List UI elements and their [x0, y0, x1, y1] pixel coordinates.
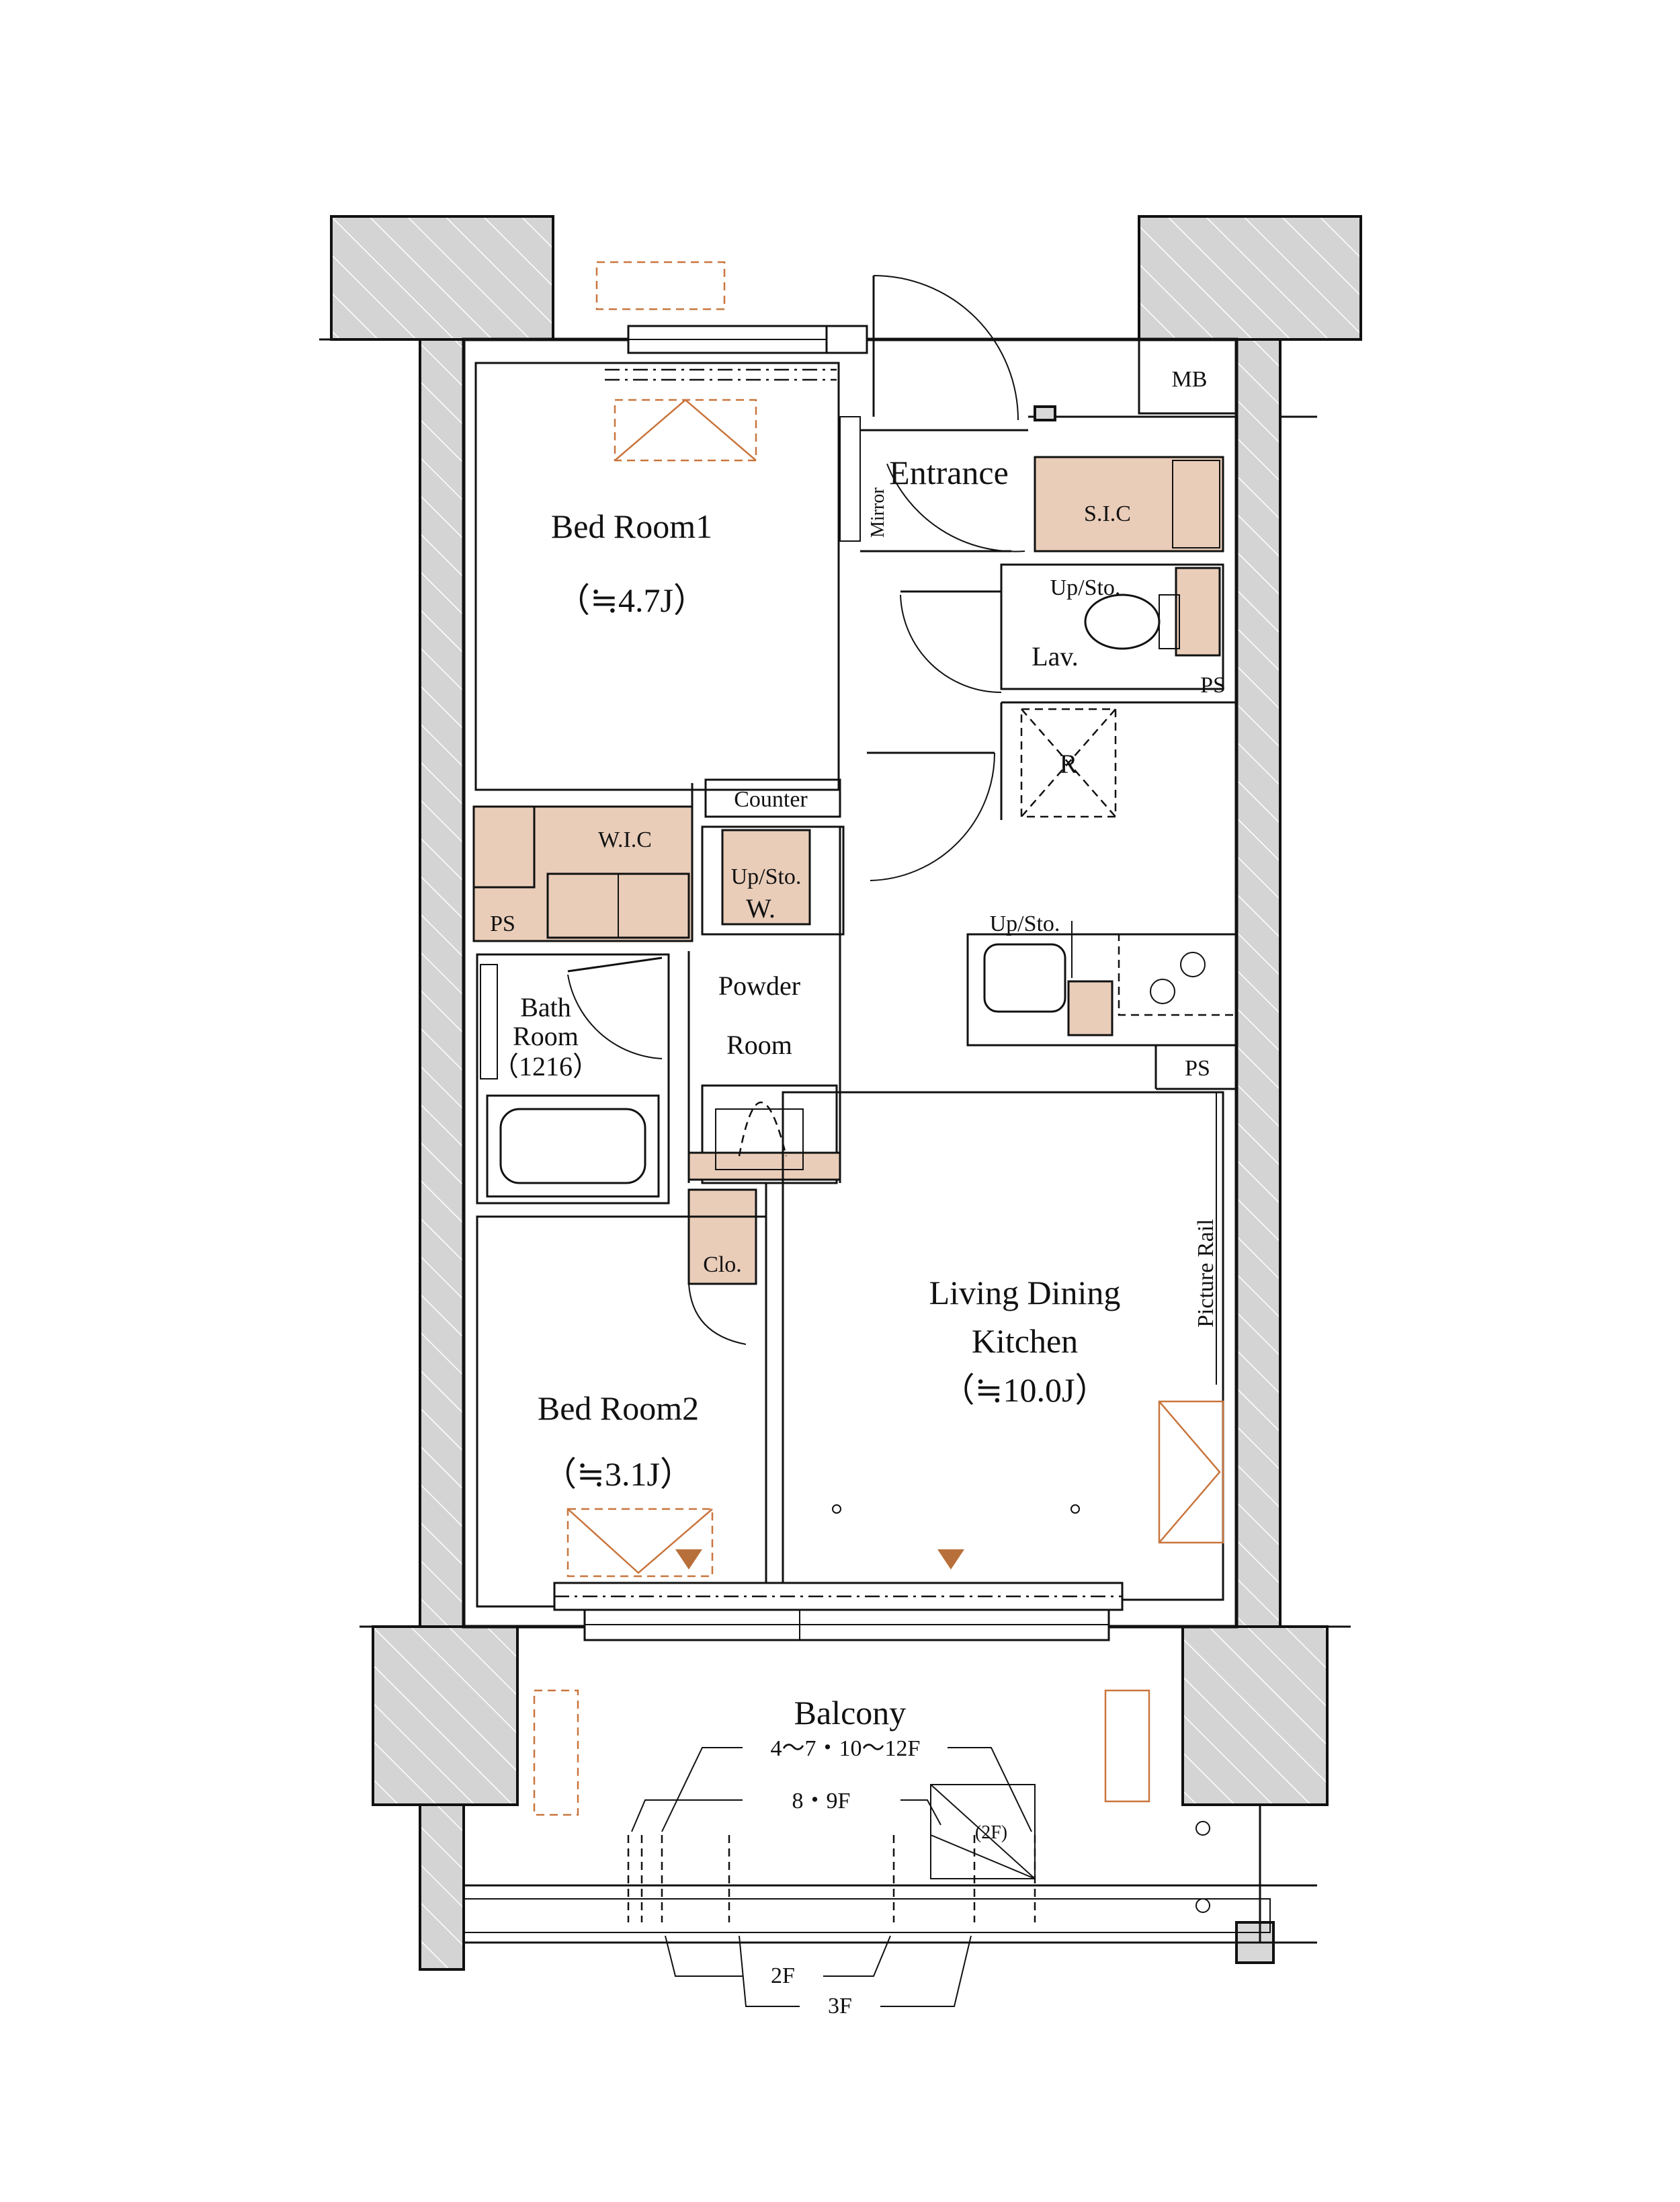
entrance-area [825, 275, 1238, 553]
bedroom1-name: Bed Room1 [551, 507, 712, 545]
bedroom2-size: （≒3.1J） [543, 1455, 694, 1493]
sic-label: S.I.C [1084, 501, 1131, 526]
ldk-label-2: Kitchen [972, 1322, 1078, 1360]
evacuation-hatch [930, 1784, 1036, 1879]
closet-bedroom2 [687, 1183, 767, 1600]
outdoor-unit-left [533, 1689, 579, 1816]
picture-rail-label: Picture Rail [1193, 1219, 1218, 1328]
column-top-left [330, 215, 554, 341]
balcony-label: Balcony [794, 1694, 907, 1731]
refrigerator-space [1000, 701, 1236, 820]
entrance-label: Entrance [889, 454, 1009, 491]
balcony-windows [553, 1582, 1124, 1641]
bath-label-3: （1216） [492, 1051, 599, 1082]
mb-label: MB [1172, 367, 1208, 392]
bath-label-2: Room [513, 1021, 579, 1051]
closet-label: Clo. [703, 1252, 742, 1277]
column-bottom-right [1181, 1625, 1329, 1806]
balcony-floors-b: 8・9F [792, 1789, 851, 1813]
powder-room [687, 778, 845, 1184]
wall-right [1235, 338, 1282, 1628]
hatch-2f-label: (2F) [975, 1822, 1007, 1843]
washer-label: W. [746, 893, 775, 924]
bedroom1-size: （≒4.7J） [556, 581, 707, 619]
lav-label: Lav. [1032, 641, 1079, 671]
wall-left [419, 338, 465, 1628]
balcony-equipment [533, 1689, 1210, 2007]
ldk-label-1: Living Dining [929, 1274, 1121, 1311]
powder-label-1: Powder [718, 971, 800, 1001]
powder-label-2: Room [726, 1030, 792, 1060]
bedroom2-name: Bed Room2 [538, 1389, 699, 1427]
outdoor-unit-right [1104, 1689, 1150, 1803]
balcony-2f-label: 2F [771, 1963, 795, 1988]
counter-label: Counter [734, 787, 808, 812]
bath-label-1: Bath [520, 992, 571, 1022]
balcony-floors-a: 4〜7・10〜12F [771, 1736, 921, 1761]
bathroom [476, 953, 670, 1205]
aircon-bedroom2 [566, 1508, 714, 1578]
walk-in-closet [472, 783, 694, 942]
meter-box [1138, 338, 1238, 415]
kitchen-counter [966, 921, 1238, 1090]
column-top-right [1138, 215, 1362, 341]
aircon-indoor-unit [614, 399, 757, 462]
room-labels: Bed Room1 （≒4.7J） Entrance S.I.C MB Up/S… [490, 367, 1226, 2019]
ps-label-wic: PS [490, 911, 515, 936]
wall-balcony-left [419, 1803, 465, 1971]
exterior-structure [319, 215, 1362, 1971]
kitchen-upsto-label: Up/Sto. [990, 911, 1060, 936]
mirror-label: Mirror [868, 487, 888, 538]
balcony-3f-label: 3F [828, 1994, 852, 2019]
lav-upsto-label: Up/Sto. [1050, 575, 1121, 600]
column-bottom-left [372, 1625, 519, 1806]
bedroom-1 [474, 261, 840, 791]
wic-label: W.I.C [598, 827, 652, 852]
shoes-in-closet [1034, 456, 1224, 553]
ps-label-lav: PS [1200, 673, 1226, 698]
lavatory [900, 563, 1224, 693]
washer-upsto-label: Up/Sto. [731, 864, 802, 889]
ldk-size: （≒10.0J） [941, 1371, 1109, 1409]
tv-unit [1158, 1400, 1224, 1544]
living-dining-kitchen [782, 1091, 1224, 1601]
aircon-outdoor-unit [595, 261, 726, 311]
refrigerator-label: R [1060, 749, 1078, 779]
ps-label-kitchen: PS [1185, 1056, 1210, 1081]
